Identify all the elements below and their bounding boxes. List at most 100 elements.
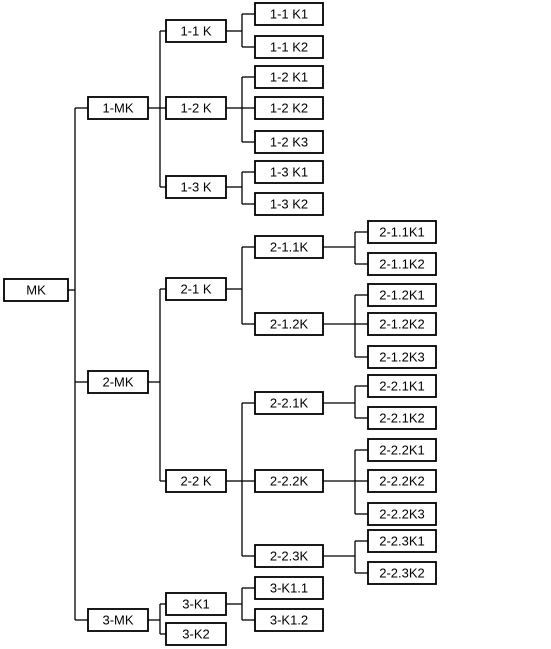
node-label: 2-MK [102,375,133,390]
node-label: 3-MK [102,613,133,628]
tree-connector-lines [68,13,368,635]
node-box [254,576,324,600]
node-label: 2-2.3K [270,549,309,564]
node-box [165,96,227,120]
node-label: 2-1 K [180,282,211,297]
node-3-mk: 3-MK [87,608,149,632]
node-box [367,220,437,244]
node-label: 3-K1.1 [270,581,308,596]
node-label: 2-2.1K [270,396,309,411]
node-label: 1-2 K [180,101,211,116]
node-box [254,35,324,59]
node-box [165,19,227,43]
node-label: 2-1.2K2 [379,317,425,332]
node-2-2-3k2: 2-2.3K2 [367,561,437,585]
node-2-2-3k: 2-2.3K [254,544,324,568]
node-label: 2-2.2K2 [379,474,425,489]
node-mk: MK [3,278,69,302]
node-2-1-2k3: 2-1.2K3 [367,345,437,369]
node-2-1-k: 2-1 K [165,277,227,301]
node-box [165,469,227,493]
node-2-2-k: 2-2 K [165,469,227,493]
node-label: 2-2.1K1 [379,379,425,394]
node-box [254,608,324,632]
node-label: 2-1.1K2 [379,257,425,272]
node-label: 2-2 K [180,474,211,489]
node-label: 2-1.2K [270,317,309,332]
node-2-2-2k: 2-2.2K [254,469,324,493]
node-box [165,277,227,301]
node-2-2-2k1: 2-2.2K1 [367,438,437,462]
node-1-2-k: 1-2 K [165,96,227,120]
tree-nodes: MK 1-MK 1-1 K 1-1 K1 1-1 K2 1-2 K 1-2 K1 1-2 K2… [3,2,437,646]
node-label: MK [26,283,46,298]
node-2-2-2k2: 2-2.2K2 [367,469,437,493]
node-label: 1-1 K2 [270,40,308,55]
node-label: 2-1.1K [270,240,309,255]
node-2-2-2k3: 2-2.2K3 [367,502,437,526]
node-box [87,370,149,394]
node-2-1-2k1: 2-1.2K1 [367,283,437,307]
node-label: 3-K2 [182,627,209,642]
node-1-1-k1: 1-1 K1 [254,2,324,26]
node-box [165,622,227,646]
node-box [367,469,437,493]
node-box [87,608,149,632]
node-box [367,502,437,526]
node-1-2-k2: 1-2 K2 [254,96,324,120]
node-label: 3-K1 [182,597,209,612]
node-label: 2-2.2K3 [379,507,425,522]
node-box [367,529,437,553]
node-2-2-1k: 2-2.1K [254,391,324,415]
node-label: 2-2.1K2 [379,411,425,426]
node-label: 2-2.2K [270,474,309,489]
node-box [165,175,227,199]
node-2-1-2k: 2-1.2K [254,312,324,336]
node-label: 1-2 K2 [270,101,308,116]
node-3-k1-1: 3-K1.1 [254,576,324,600]
node-label: 2-1.1K1 [379,225,425,240]
node-box [254,130,324,154]
node-1-3-k2: 1-3 K2 [254,192,324,216]
node-2-2-3k1: 2-2.3K1 [367,529,437,553]
node-3-k1-2: 3-K1.2 [254,608,324,632]
node-label: 2-2.3K2 [379,566,425,581]
node-label: 2-2.3K1 [379,534,425,549]
node-box [3,278,69,302]
node-label: 3-K1.2 [270,613,308,628]
node-2-mk: 2-MK [87,370,149,394]
node-box [165,592,227,616]
node-box [254,544,324,568]
node-box [254,235,324,259]
node-box [254,469,324,493]
node-2-2-1k2: 2-2.1K2 [367,406,437,430]
node-1-2-k1: 1-2 K1 [254,65,324,89]
node-box [367,561,437,585]
node-box [254,65,324,89]
node-box [367,283,437,307]
node-label: 1-MK [102,101,133,116]
node-box [254,312,324,336]
node-box [254,160,324,184]
node-2-1-1k2: 2-1.1K2 [367,252,437,276]
node-label: 2-1.2K1 [379,288,425,303]
node-box [254,96,324,120]
node-box [367,252,437,276]
node-3-k1: 3-K1 [165,592,227,616]
node-2-1-1k1: 2-1.1K1 [367,220,437,244]
node-label: 1-2 K1 [270,70,308,85]
node-2-1-2k2: 2-1.2K2 [367,312,437,336]
node-box [367,345,437,369]
node-box [254,391,324,415]
node-box [367,438,437,462]
node-label: 1-2 K3 [270,135,308,150]
node-label: 1-1 K [180,24,211,39]
node-label: 1-3 K1 [270,165,308,180]
node-label: 2-2.2K1 [379,443,425,458]
node-box [87,96,149,120]
node-box [367,374,437,398]
node-1-1-k: 1-1 K [165,19,227,43]
node-label: 1-3 K2 [270,197,308,212]
node-1-mk: 1-MK [87,96,149,120]
